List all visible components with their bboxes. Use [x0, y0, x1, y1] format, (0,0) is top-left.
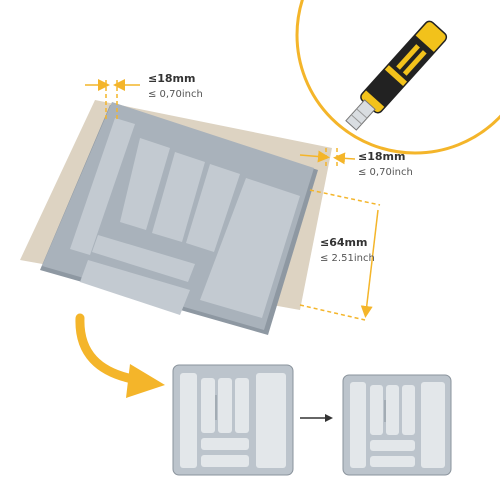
- dimension-height-metric: ≤64mm: [320, 236, 367, 249]
- tray-compartment: [80, 260, 190, 315]
- tray-compartment: [120, 138, 170, 230]
- dimension-lines: [85, 79, 381, 321]
- dimension-top-right-metric: ≤18mm: [358, 150, 405, 163]
- tray-compartment: [200, 178, 300, 318]
- tray-compartment: [152, 152, 205, 242]
- right-arrow-icon: [300, 414, 333, 422]
- dimension-height-imperial: ≤ 2.51inch: [320, 253, 375, 264]
- dimension-top-right-imperial: ≤ 0,70inch: [358, 167, 413, 178]
- cutter-knife-inset: [295, 0, 500, 155]
- tray-after-trim: [342, 374, 452, 476]
- dimension-top-left-metric: ≤18mm: [148, 72, 195, 85]
- curved-arrow-icon: [75, 313, 165, 398]
- tray-before-trim: [172, 364, 294, 476]
- dimension-top-left-imperial: ≤ 0,70inch: [148, 89, 203, 100]
- tray-compartment: [92, 235, 195, 282]
- cutlery-tray: [40, 102, 318, 335]
- cutter-knife-icon: [345, 20, 448, 131]
- tray-compartment: [70, 118, 135, 255]
- tray-compartment: [186, 164, 240, 252]
